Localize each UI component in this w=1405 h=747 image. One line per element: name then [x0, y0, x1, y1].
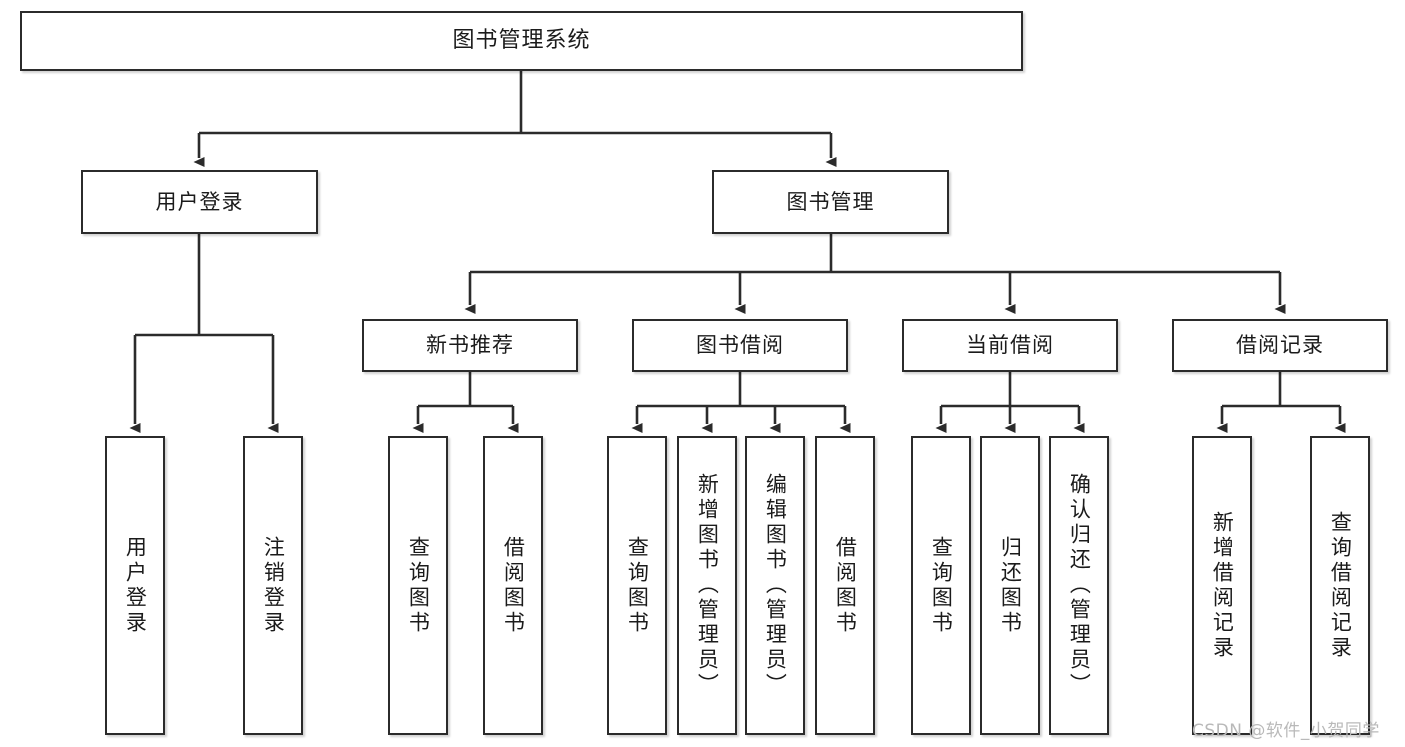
leaf-user-login-label: 用户登录: [123, 535, 148, 636]
leaf-query-book-2-label: 查询图书: [625, 535, 650, 636]
node-user-login-label: 用户登录: [155, 189, 244, 214]
leaf-add-record[interactable]: 新增借阅记录: [1192, 436, 1252, 735]
leaf-confirm-return[interactable]: 确认归还（管理员）: [1049, 436, 1109, 735]
leaf-borrow-book-2[interactable]: 借阅图书: [815, 436, 875, 735]
leaf-add-record-label: 新增借阅记录: [1210, 510, 1235, 661]
node-book-borrow[interactable]: 图书借阅: [632, 319, 848, 372]
leaf-query-book-1[interactable]: 查询图书: [388, 436, 448, 735]
leaf-borrow-book-1[interactable]: 借阅图书: [483, 436, 543, 735]
leaf-logout-login-label: 注销登录: [261, 535, 286, 636]
leaf-query-book-3[interactable]: 查询图书: [911, 436, 971, 735]
node-book-borrow-label: 图书借阅: [696, 333, 784, 358]
node-current-borrow[interactable]: 当前借阅: [902, 319, 1118, 372]
node-new-book-recommend-label: 新书推荐: [426, 333, 514, 358]
leaf-confirm-return-label: 确认归还（管理员）: [1067, 473, 1092, 698]
node-book-manage-label: 图书管理: [786, 189, 875, 214]
node-root-label: 图书管理系统: [452, 28, 591, 54]
leaf-borrow-book-1-label: 借阅图书: [501, 535, 526, 636]
csdn-watermark: CSDN @软件_小贺同学: [1192, 721, 1380, 741]
node-book-manage[interactable]: 图书管理: [712, 170, 949, 234]
node-new-book-recommend[interactable]: 新书推荐: [362, 319, 578, 372]
leaf-add-book[interactable]: 新增图书（管理员）: [677, 436, 737, 735]
leaf-edit-book-label: 编辑图书（管理员）: [763, 473, 788, 698]
node-user-login[interactable]: 用户登录: [81, 170, 318, 234]
leaf-query-book-2[interactable]: 查询图书: [607, 436, 667, 735]
leaf-query-record-label: 查询借阅记录: [1328, 510, 1353, 661]
node-root[interactable]: 图书管理系统: [20, 11, 1023, 71]
node-borrow-record[interactable]: 借阅记录: [1172, 319, 1388, 372]
leaf-query-book-3-label: 查询图书: [929, 535, 954, 636]
leaf-borrow-book-2-label: 借阅图书: [833, 535, 858, 636]
leaf-user-login[interactable]: 用户登录: [105, 436, 165, 735]
leaf-query-book-1-label: 查询图书: [406, 535, 431, 636]
node-current-borrow-label: 当前借阅: [966, 333, 1054, 358]
leaf-add-book-label: 新增图书（管理员）: [695, 473, 720, 698]
leaf-return-book-label: 归还图书: [998, 535, 1023, 636]
leaf-logout-login[interactable]: 注销登录: [243, 436, 303, 735]
node-borrow-record-label: 借阅记录: [1236, 333, 1324, 358]
leaf-edit-book[interactable]: 编辑图书（管理员）: [745, 436, 805, 735]
leaf-return-book[interactable]: 归还图书: [980, 436, 1040, 735]
leaf-query-record[interactable]: 查询借阅记录: [1310, 436, 1370, 735]
